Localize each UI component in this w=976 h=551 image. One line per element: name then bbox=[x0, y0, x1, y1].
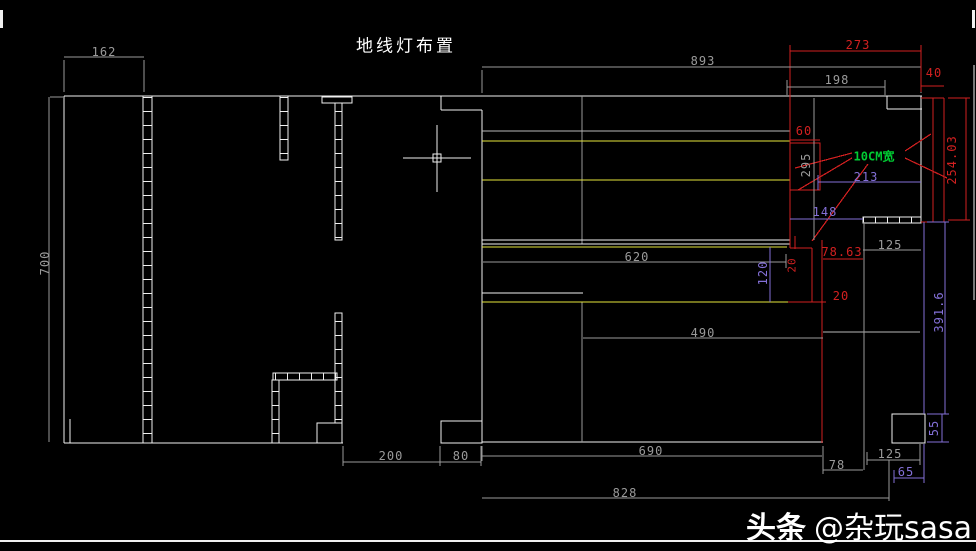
dim-65: 65 bbox=[897, 465, 915, 479]
watermark-handle: @杂玩sasa bbox=[813, 511, 972, 546]
dim-80: 80 bbox=[452, 449, 470, 463]
bottom-frame-line bbox=[0, 540, 976, 542]
dim-125-bottom: 125 bbox=[877, 447, 903, 461]
dim-198: 198 bbox=[824, 73, 850, 87]
dim-295: 295 bbox=[799, 152, 813, 178]
dim-55: 55 bbox=[927, 419, 941, 437]
crosshair-cursor bbox=[403, 125, 471, 192]
red-duct-outline bbox=[789, 45, 945, 443]
watermark-brand: 头条 bbox=[745, 511, 806, 546]
dim-213: 213 bbox=[853, 170, 879, 184]
dim-273: 273 bbox=[845, 38, 871, 52]
drawing-title: 地线灯布置 bbox=[356, 36, 456, 57]
dim-200: 200 bbox=[378, 449, 404, 463]
left-edge-tick bbox=[0, 10, 3, 28]
watermark: 头条@杂玩sasa bbox=[746, 503, 972, 547]
dim-78-63: 78.63 bbox=[821, 245, 863, 259]
exterior-walls bbox=[63, 95, 922, 444]
dim-490: 490 bbox=[690, 326, 716, 340]
dim-78: 78 bbox=[828, 458, 846, 472]
dim-40: 40 bbox=[925, 66, 943, 80]
dim-120: 120 bbox=[756, 260, 770, 286]
pickbox bbox=[432, 153, 442, 163]
dim-60: 60 bbox=[795, 124, 813, 138]
dim-690: 690 bbox=[638, 444, 664, 458]
dim-254-03: 254.03 bbox=[945, 135, 959, 185]
dim-620: 620 bbox=[624, 250, 650, 264]
dim-20-vertical: 20 bbox=[785, 257, 799, 273]
right-edge-tick bbox=[972, 10, 975, 28]
dim-391-6: 391.6 bbox=[932, 291, 946, 333]
dim-828: 828 bbox=[612, 486, 638, 500]
leader-lines bbox=[794, 133, 948, 242]
small-boxes bbox=[316, 413, 926, 444]
dim-893: 893 bbox=[690, 54, 716, 68]
yellow-guide-lines bbox=[482, 140, 790, 303]
dim-20-horizontal: 20 bbox=[832, 289, 850, 303]
red-dimensions bbox=[788, 45, 970, 303]
gray-dimensions bbox=[48, 56, 922, 501]
dim-162: 162 bbox=[91, 45, 117, 59]
dim-148: 148 bbox=[812, 205, 838, 219]
hatched-walls bbox=[142, 95, 922, 444]
dim-125-top: 125 bbox=[877, 238, 903, 252]
annotation-10cm: 10CM宽 bbox=[853, 149, 895, 164]
purple-dimensions bbox=[769, 175, 949, 483]
interior-guides bbox=[482, 65, 975, 470]
dim-700: 700 bbox=[38, 250, 52, 276]
